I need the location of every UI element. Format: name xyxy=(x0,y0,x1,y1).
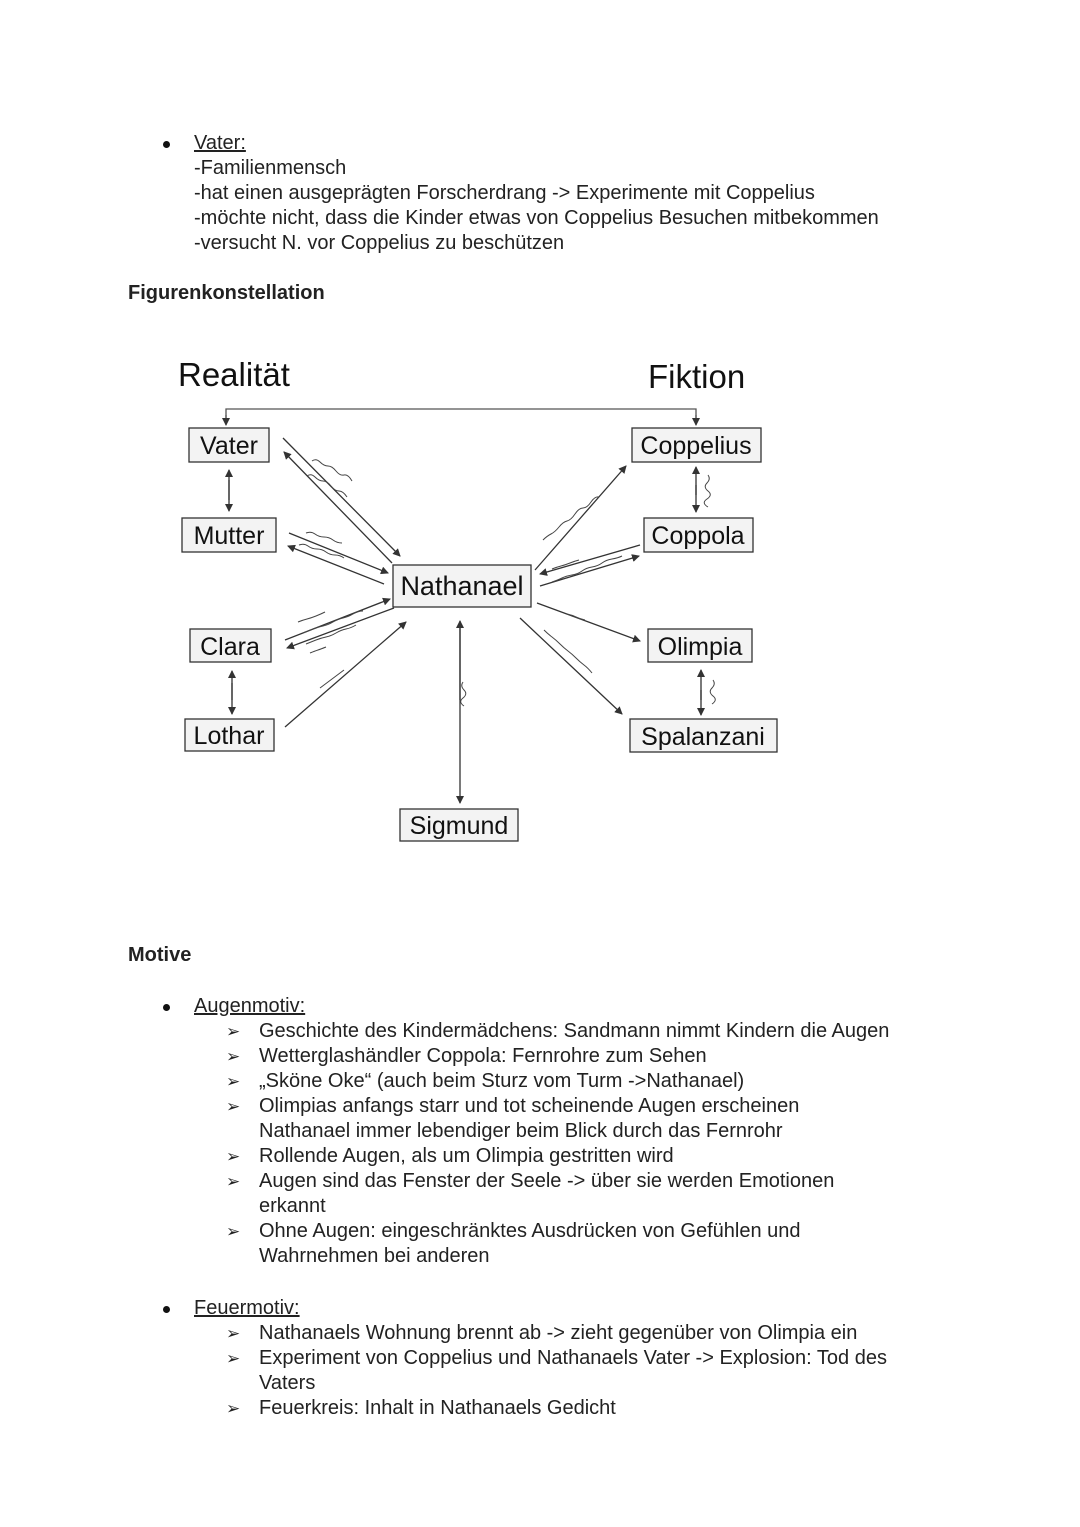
augenmotiv-title: Augenmotiv: xyxy=(194,995,306,1017)
vater-line: -möchte nicht, dass die Kinder etwas von… xyxy=(194,207,879,229)
handwritten-note xyxy=(703,474,711,508)
node-sigmund: Sigmund xyxy=(410,812,509,840)
arrowhead-bullet-icon: ➢ xyxy=(226,1147,241,1166)
handwritten-note xyxy=(309,646,327,654)
diagram-fiktion-label: Fiktion xyxy=(648,358,745,395)
arrow-nathanael-coppelius xyxy=(534,465,627,571)
arrowhead-bullet-icon: ➢ xyxy=(226,1047,241,1066)
arrowhead-bullet-icon: ➢ xyxy=(226,1399,241,1418)
node-nathanael: Nathanael xyxy=(400,571,523,601)
arrowhead-bullet-icon: ➢ xyxy=(226,1097,241,1116)
arrow-nathanael-olimpia xyxy=(536,602,641,643)
arrow-coppola-nathanael xyxy=(539,544,641,576)
handwritten-note xyxy=(306,474,348,498)
arrow-nathanael-clara xyxy=(286,607,395,650)
handwritten-note xyxy=(709,679,716,705)
node-vater: Vater xyxy=(200,432,258,460)
augen-item-text: Wahrnehmen bei anderen xyxy=(259,1245,490,1267)
node-clara: Clara xyxy=(200,633,260,661)
motive-heading: Motive xyxy=(128,944,192,966)
node-olimpia: Olimpia xyxy=(658,633,743,661)
feuer-item-text: Nathanaels Wohnung brennt ab -> zieht ge… xyxy=(259,1322,858,1344)
handwritten-note xyxy=(460,681,467,707)
vater-line: -versucht N. vor Coppelius zu beschützen xyxy=(194,232,565,254)
figurenkonstellation-diagram: Realität Fiktion Vater Mutter Clara Loth… xyxy=(178,356,778,842)
vater-title: Vater: xyxy=(194,132,246,154)
bullet-dot-icon xyxy=(163,1306,170,1313)
augen-item-text: erkannt xyxy=(259,1195,326,1217)
handwritten-note xyxy=(311,459,353,482)
handwritten-note xyxy=(319,669,345,689)
arrowhead-bullet-icon: ➢ xyxy=(226,1222,241,1241)
feuer-item-text: Feuerkreis: Inhalt in Nathanaels Gedicht xyxy=(259,1397,616,1419)
node-coppola-box xyxy=(643,517,754,553)
handwritten-note xyxy=(298,543,345,559)
handwritten-note xyxy=(551,559,580,570)
arrowhead-bullet-icon: ➢ xyxy=(226,1072,241,1091)
bracket-line xyxy=(225,408,697,422)
augen-item-text: Rollende Augen, als um Olimpia gestritte… xyxy=(259,1145,674,1167)
arrow-nathanael-spalanzani xyxy=(519,617,623,715)
feuer-item-text: Experiment von Coppelius und Nathanaels … xyxy=(259,1347,887,1369)
bullet-dot-icon xyxy=(163,141,170,148)
node-coppelius-box xyxy=(631,427,762,463)
node-clara-box xyxy=(189,628,272,663)
arrow-nathanael-vater xyxy=(283,451,393,564)
arrow-nathanael-mutter xyxy=(287,544,385,585)
vater-line: -hat einen ausgeprägten Forscherdrang ->… xyxy=(194,182,815,204)
augen-item-text: Wetterglashändler Coppola: Fernrohre zum… xyxy=(259,1045,707,1067)
handwritten-note xyxy=(551,555,623,583)
augen-item-text: Augen sind das Fenster der Seele -> über… xyxy=(259,1170,835,1192)
vater-section: Vater: -Familienmensch -hat einen ausgep… xyxy=(194,131,879,256)
diagram-realitaet-label: Realität xyxy=(178,356,290,393)
arrowhead-bullet-icon: ➢ xyxy=(226,1324,241,1343)
augen-item-text: „Sköne Oke“ (auch beim Sturz vom Turm ->… xyxy=(259,1070,745,1092)
augen-item-text: Ohne Augen: eingeschränktes Ausdrücken v… xyxy=(259,1220,801,1242)
node-mutter-box xyxy=(181,517,277,553)
arrow-vater-nathanael xyxy=(282,437,401,557)
node-lothar: Lothar xyxy=(194,722,265,750)
handwritten-note xyxy=(305,531,343,544)
arrowhead-bullet-icon: ➢ xyxy=(226,1349,241,1368)
handwritten-note xyxy=(297,611,326,623)
node-coppelius: Coppelius xyxy=(640,432,751,460)
arrow-mutter-nathanael xyxy=(288,532,389,575)
vater-line: -Familienmensch xyxy=(194,157,347,179)
figurenkonstellation-heading: Figurenkonstellation xyxy=(128,282,325,304)
augen-item-text: Nathanael immer lebendiger beim Blick du… xyxy=(259,1120,783,1142)
handwritten-note xyxy=(542,496,600,541)
node-vater-box xyxy=(188,427,270,463)
augen-item-text: Olimpias anfangs starr und tot scheinend… xyxy=(259,1095,800,1117)
node-spalanzani: Spalanzani xyxy=(641,723,765,751)
node-nathanael-box xyxy=(392,564,532,608)
node-lothar-box xyxy=(184,718,275,752)
handwritten-notes xyxy=(297,459,716,707)
arrow-nathanael-coppola xyxy=(539,554,640,587)
feuer-item-text: Vaters xyxy=(259,1372,316,1394)
feuermotiv-title: Feuermotiv: xyxy=(194,1297,300,1319)
handwritten-note xyxy=(566,613,586,621)
node-olimpia-box xyxy=(647,628,753,663)
node-coppola: Coppola xyxy=(651,522,744,550)
bullet-dot-icon xyxy=(163,1004,170,1011)
handwritten-note xyxy=(543,629,593,674)
arrow-lothar-nathanael xyxy=(284,621,407,728)
node-sigmund-box xyxy=(399,808,519,842)
handwritten-note xyxy=(305,624,357,645)
node-mutter: Mutter xyxy=(194,522,265,550)
arrowhead-bullet-icon: ➢ xyxy=(226,1172,241,1191)
arrowhead-bullet-icon: ➢ xyxy=(226,1022,241,1041)
handwritten-note xyxy=(302,610,364,634)
augen-item-text: Geschichte des Kindermädchens: Sandmann … xyxy=(259,1020,890,1042)
node-spalanzani-box xyxy=(629,718,778,753)
